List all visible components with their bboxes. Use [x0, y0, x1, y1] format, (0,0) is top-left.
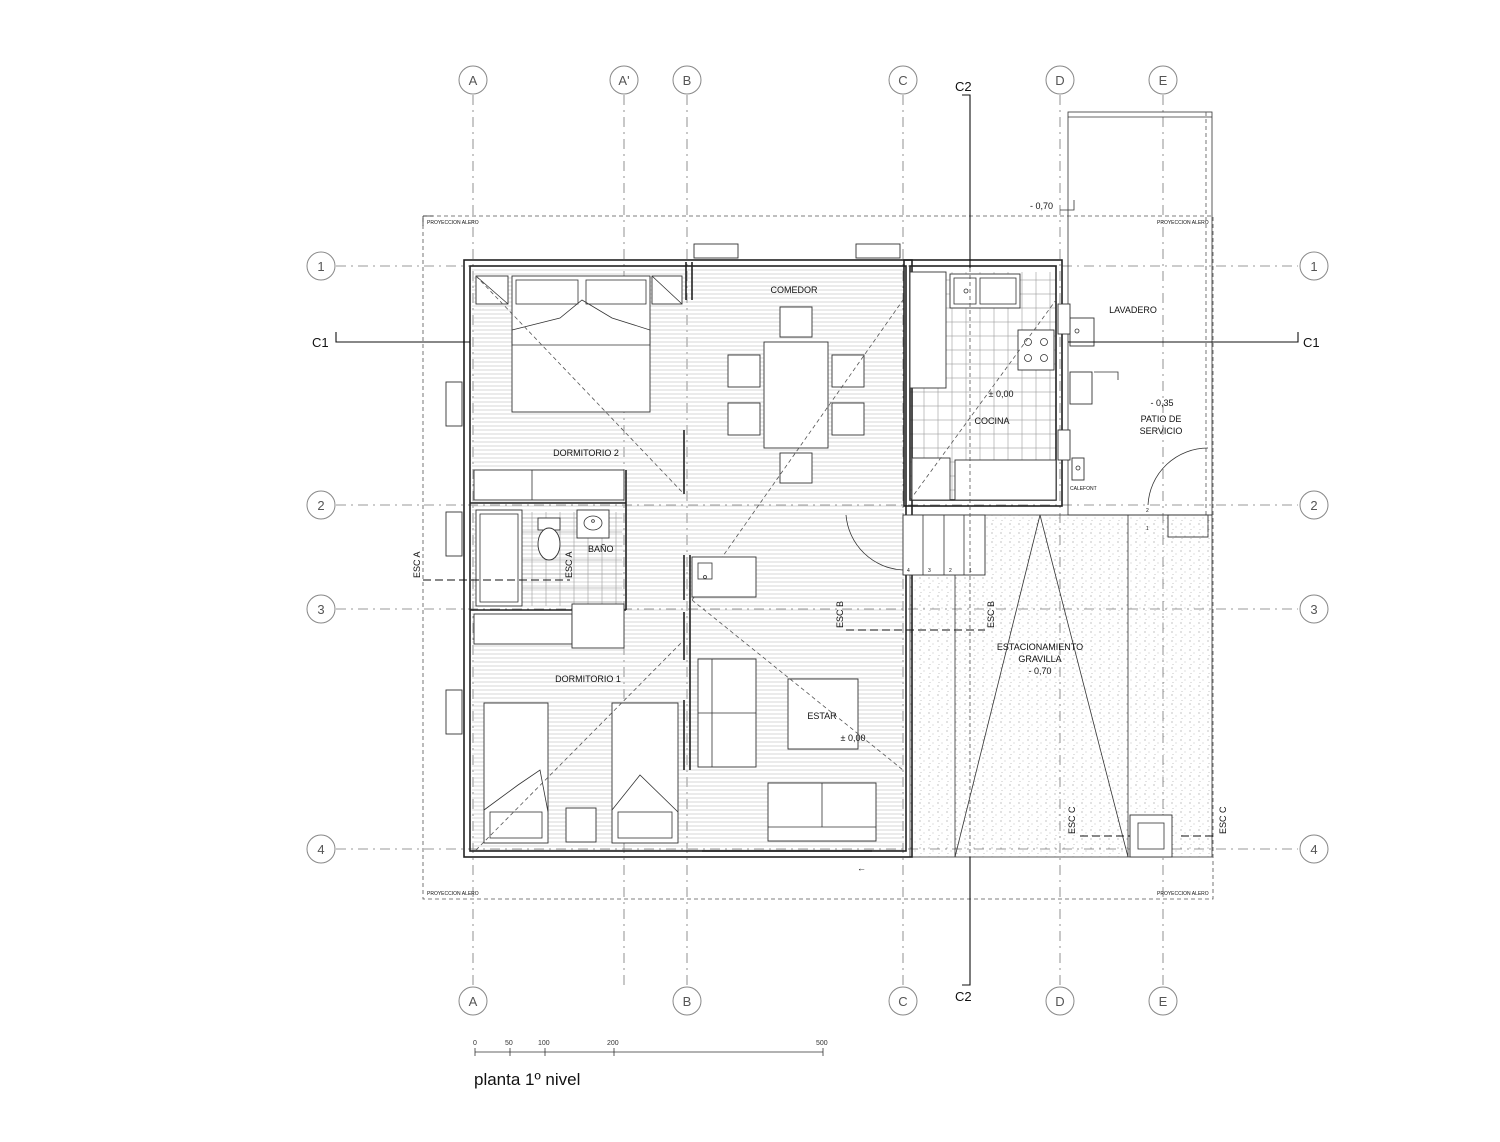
scale-tick-500: 500 [816, 1040, 828, 1047]
grid-label-d-top: D [1055, 73, 1064, 88]
grid-label-e-top: E [1159, 73, 1168, 88]
grid-label-2-right: 2 [1310, 498, 1317, 513]
entry-arrow-icon: ← [857, 863, 866, 873]
room-comedor-label: COMEDOR [771, 285, 819, 295]
outer-walls: ← [445, 243, 1071, 873]
grid-bubbles-bottom: A B C D E [458, 986, 1178, 1016]
grid-bubbles-right: 1 2 3 4 [1299, 251, 1329, 864]
stair-label-esc-b-left: ESC B [835, 601, 845, 628]
room-patio-line2: SERVICIO [1140, 426, 1183, 436]
stair-step-2: 2 [949, 568, 952, 574]
scale-tick-200: 200 [607, 1040, 619, 1047]
grid-bubbles-top: A A' B C D E [458, 65, 1178, 95]
room-estar-label: ESTAR [807, 711, 837, 721]
grid-label-3-left: 3 [317, 602, 324, 617]
grid-label-3-right: 3 [1310, 602, 1317, 617]
scale-bar: 0 50 100 200 500 [473, 1040, 828, 1056]
section-c2-bottom: C2 [955, 989, 972, 1004]
section-c2: C2 C2 [955, 79, 972, 1004]
stair-label-esc-c-right: ESC C [1218, 806, 1228, 834]
room-comedor: COMEDOR [691, 285, 904, 601]
level-patio: - 0,35 [1150, 398, 1173, 408]
stair-step-1: 1 [969, 568, 972, 574]
level-estar: ± 0,00 [841, 733, 866, 743]
stair-label-esc-b-right: ESC B [986, 601, 996, 628]
projection-label-tl: PROYECCION ALERO [427, 220, 479, 226]
stair-label-esc-a-right: ESC A [564, 551, 574, 578]
grid-label-b-bottom: B [683, 994, 692, 1009]
room-estacionamiento-line2: GRAVILLA [1018, 654, 1061, 664]
grid-label-4-left: 4 [317, 842, 324, 857]
drawing-title: planta 1º nivel [474, 1070, 580, 1089]
grid-label-e-bottom: E [1159, 994, 1168, 1009]
room-cocina-label: COCINA [974, 416, 1009, 426]
room-dormitorio-2: DORMITORIO 2 [475, 275, 685, 495]
section-c1-left: C1 [312, 335, 329, 350]
level-estacionamiento: - 0,70 [1028, 666, 1051, 676]
grid-label-c-top: C [898, 73, 907, 88]
grid-label-c-bottom: C [898, 994, 907, 1009]
room-patio-line1: PATIO DE [1141, 414, 1182, 424]
grid-label-2-left: 2 [317, 498, 324, 513]
room-dormitorio-1-label: DORMITORIO 1 [555, 674, 621, 684]
grid-label-1-right: 1 [1310, 259, 1317, 274]
calefont-label: CALEFONT [1070, 486, 1097, 492]
grid-label-a-prime-top: A' [618, 73, 629, 88]
scale-tick-50: 50 [505, 1040, 513, 1047]
projection-label-bl: PROYECCION ALERO [427, 891, 479, 897]
grid-label-b-top: B [683, 73, 692, 88]
stair-step-4: 4 [907, 568, 910, 574]
level-top: - 0,70 [1030, 201, 1053, 211]
scale-tick-100: 100 [538, 1040, 550, 1047]
level-cocina: ± 0,00 [989, 389, 1014, 399]
grid-label-1-left: 1 [317, 259, 324, 274]
stair-a: ESC A ESC A [412, 551, 574, 581]
grid-label-a-bottom: A [469, 994, 478, 1009]
stair-b: 4 3 2 1 ESC B ESC B [835, 514, 996, 631]
room-lavadero: LAVADERO [1109, 305, 1157, 315]
grid-label-4-right: 4 [1310, 842, 1317, 857]
room-estar: ESTAR ± 0,00 [691, 556, 904, 842]
section-c2-top: C2 [955, 79, 972, 94]
room-estacionamiento-line1: ESTACIONAMIENTO [997, 642, 1083, 652]
room-dormitorio-2-label: DORMITORIO 2 [553, 448, 619, 458]
room-dormitorio-1: DORMITORIO 1 [475, 639, 685, 851]
scale-tick-0: 0 [473, 1040, 477, 1047]
grid-label-a-top: A [469, 73, 478, 88]
room-bano-label: BAÑO [588, 544, 614, 554]
room-bano: BAÑO [475, 509, 614, 607]
section-c1: C1 C1 [312, 332, 1320, 350]
section-c1-right: C1 [1303, 335, 1320, 350]
stair-label-esc-a-left: ESC A [412, 551, 422, 578]
stair-step-3: 3 [928, 568, 931, 574]
patio-step-2: 2 [1146, 508, 1149, 514]
stair-label-esc-c-left: ESC C [1067, 806, 1077, 834]
grid-bubbles-left: 1 2 3 4 [306, 251, 336, 864]
interior-walls [470, 430, 691, 770]
roof-projection: PROYECCION ALERO PROYECCION ALERO PROYEC… [422, 200, 1214, 900]
room-cocina: ± 0,00 COCINA [909, 271, 1057, 501]
projection-label-tr: PROYECCION ALERO [1157, 220, 1209, 226]
grid-label-d-bottom: D [1055, 994, 1064, 1009]
service-area: LAVADERO - 0,35 PATIO DE SERVICIO CALEFO… [1067, 111, 1213, 538]
projection-label-br: PROYECCION ALERO [1157, 891, 1209, 897]
